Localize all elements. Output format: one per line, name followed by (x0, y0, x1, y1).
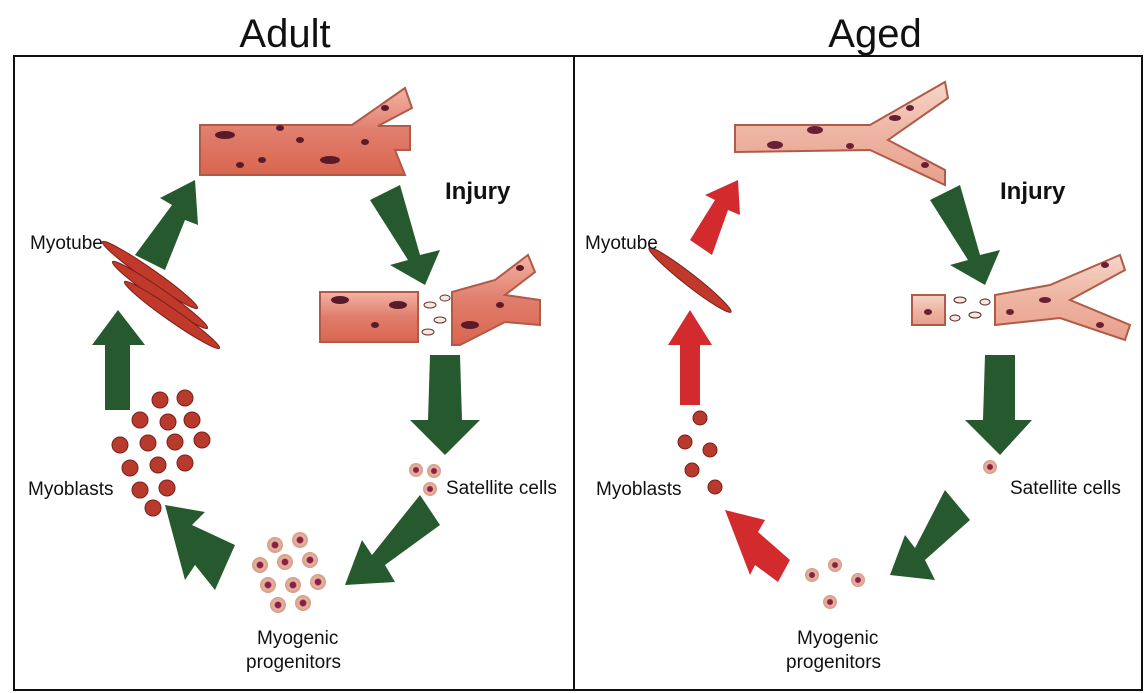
aged-injury-label: Injury (1000, 180, 1065, 204)
aged-myoblasts-label: Myoblasts (596, 478, 682, 502)
aged-myotube-label: Myotube (585, 232, 658, 256)
aged-progenitors-label-1: Myogenic (797, 627, 878, 651)
aged-damaged-fiber (912, 255, 1130, 340)
aged-satellite-label: Satellite cells (1010, 477, 1121, 501)
adult-myotube-label: Myotube (30, 232, 103, 256)
aged-green-arrows (890, 185, 1032, 580)
adult-myoblasts-label: Myoblasts (28, 478, 114, 502)
aged-satellite-cell (983, 460, 997, 474)
adult-injury-label: Injury (445, 180, 510, 204)
aged-myoblasts (678, 411, 722, 494)
adult-satellite-label: Satellite cells (446, 477, 557, 501)
adult-progenitors-label-1: Myogenic (257, 627, 338, 651)
adult-progenitors-label-2: progenitors (246, 651, 341, 675)
aged-intact-fiber (735, 82, 948, 185)
adult-arrows (92, 180, 480, 590)
aged-progenitors-label-2: progenitors (786, 651, 881, 675)
adult-progenitors (252, 532, 326, 613)
aged-myotube (645, 243, 734, 316)
aged-progenitors (805, 558, 865, 609)
adult-satellite-cells (409, 463, 441, 496)
adult-intact-fiber (200, 88, 412, 175)
aged-red-arrows (668, 180, 790, 582)
